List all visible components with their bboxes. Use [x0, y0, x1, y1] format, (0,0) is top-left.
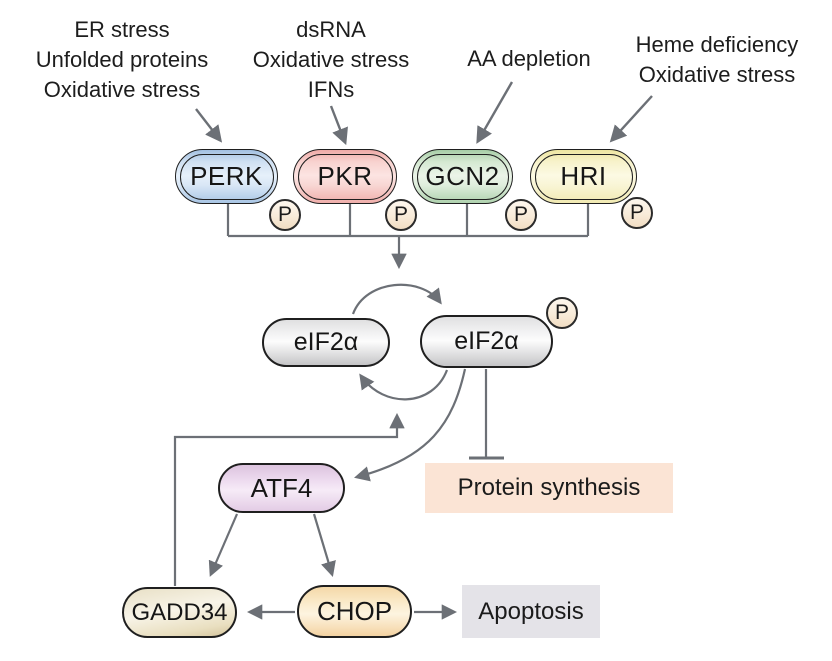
eif2a-phospho-pill: eIF2α — [420, 315, 553, 368]
stressor-group-hri: Heme deficiency Oxidative stress — [619, 30, 815, 90]
eif2a-phospho-label: eIF2α — [454, 327, 519, 355]
kinase-label-pkr: PKR — [317, 161, 373, 191]
arrow-phosphorylation-cycle-top — [351, 283, 442, 315]
chop-pill: CHOP — [297, 585, 412, 638]
kinase-pill-pkr: PKR — [293, 149, 397, 204]
apoptosis-box: Apoptosis — [462, 585, 600, 638]
phosphate-badge-perk: P — [269, 199, 301, 231]
kinase-pill-hri: HRI — [530, 149, 637, 204]
stressor-line: IFNs — [307, 77, 355, 102]
stressor-line: ER stress — [74, 17, 170, 42]
kinase-label-gcn2: GCN2 — [425, 161, 500, 191]
phosphate-badge-gcn2: P — [505, 199, 537, 231]
gadd34-label: GADD34 — [131, 598, 228, 626]
arrow-heme-to-hri — [609, 95, 653, 143]
stressor-line: Oxidative stress — [252, 47, 410, 72]
stressor-line: Unfolded proteins — [35, 47, 209, 72]
stressor-line: AA depletion — [467, 46, 591, 71]
stressor-line: Heme deficiency — [635, 32, 799, 57]
apoptosis-label: Apoptosis — [478, 597, 584, 625]
arrow-atf4-to-chop — [312, 513, 336, 577]
stressor-line: Oxidative stress — [43, 77, 201, 102]
kinase-pill-perk: PERK — [175, 149, 278, 204]
protein-synthesis-label: Protein synthesis — [457, 474, 641, 501]
atf4-pill: ATF4 — [218, 463, 345, 513]
arrow-atf4-to-gadd34 — [208, 513, 239, 577]
kinase-pill-gcn2: GCN2 — [412, 149, 513, 204]
eif2a-label: eIF2α — [293, 328, 359, 356]
protein-synthesis-box: Protein synthesis — [425, 463, 673, 513]
stressor-line: Oxidative stress — [638, 62, 796, 87]
phosphate-badge-hri: P — [621, 197, 653, 229]
atf4-label: ATF4 — [250, 472, 313, 503]
arrow-dephosphorylation-cycle-bottom — [359, 369, 449, 401]
arrow-er-stress-to-perk — [195, 108, 223, 143]
arrow-dsrna-to-pkr — [329, 105, 348, 146]
chop-label: CHOP — [316, 596, 393, 626]
stressor-group-pkr: dsRNA Oxidative stress IFNs — [241, 15, 421, 105]
phosphate-badge-eif2a: P — [546, 297, 578, 329]
stressor-line: dsRNA — [296, 17, 366, 42]
kinase-label-perk: PERK — [190, 161, 263, 191]
stressor-group-gcn2: AA depletion — [448, 44, 610, 74]
kinase-label-hri: HRI — [560, 161, 607, 191]
arrow-aa-depletion-to-gcn2 — [476, 81, 514, 144]
arrow-eif2ap-to-atf4 — [354, 368, 467, 482]
eif2a-pill: eIF2α — [262, 318, 390, 367]
stressor-group-perk: ER stress Unfolded proteins Oxidative st… — [18, 15, 226, 105]
phosphate-badge-pkr: P — [385, 199, 417, 231]
gadd34-pill: GADD34 — [122, 587, 237, 638]
